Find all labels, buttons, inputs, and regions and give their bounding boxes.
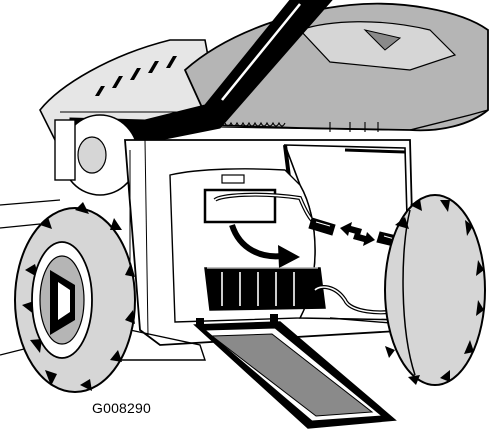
figure-id-label: G008290 <box>92 400 152 416</box>
connect-arrows <box>340 222 375 246</box>
right-wheel <box>384 194 486 386</box>
roller-housing <box>54 114 139 196</box>
handle-bar <box>69 0 333 143</box>
hinge-spring <box>214 121 391 132</box>
insert-arrow <box>229 223 300 268</box>
connector-left <box>308 217 336 236</box>
vent-slots <box>95 56 177 96</box>
battery-pack <box>204 267 326 311</box>
battery-door <box>193 314 397 429</box>
left-wheel <box>14 202 136 393</box>
